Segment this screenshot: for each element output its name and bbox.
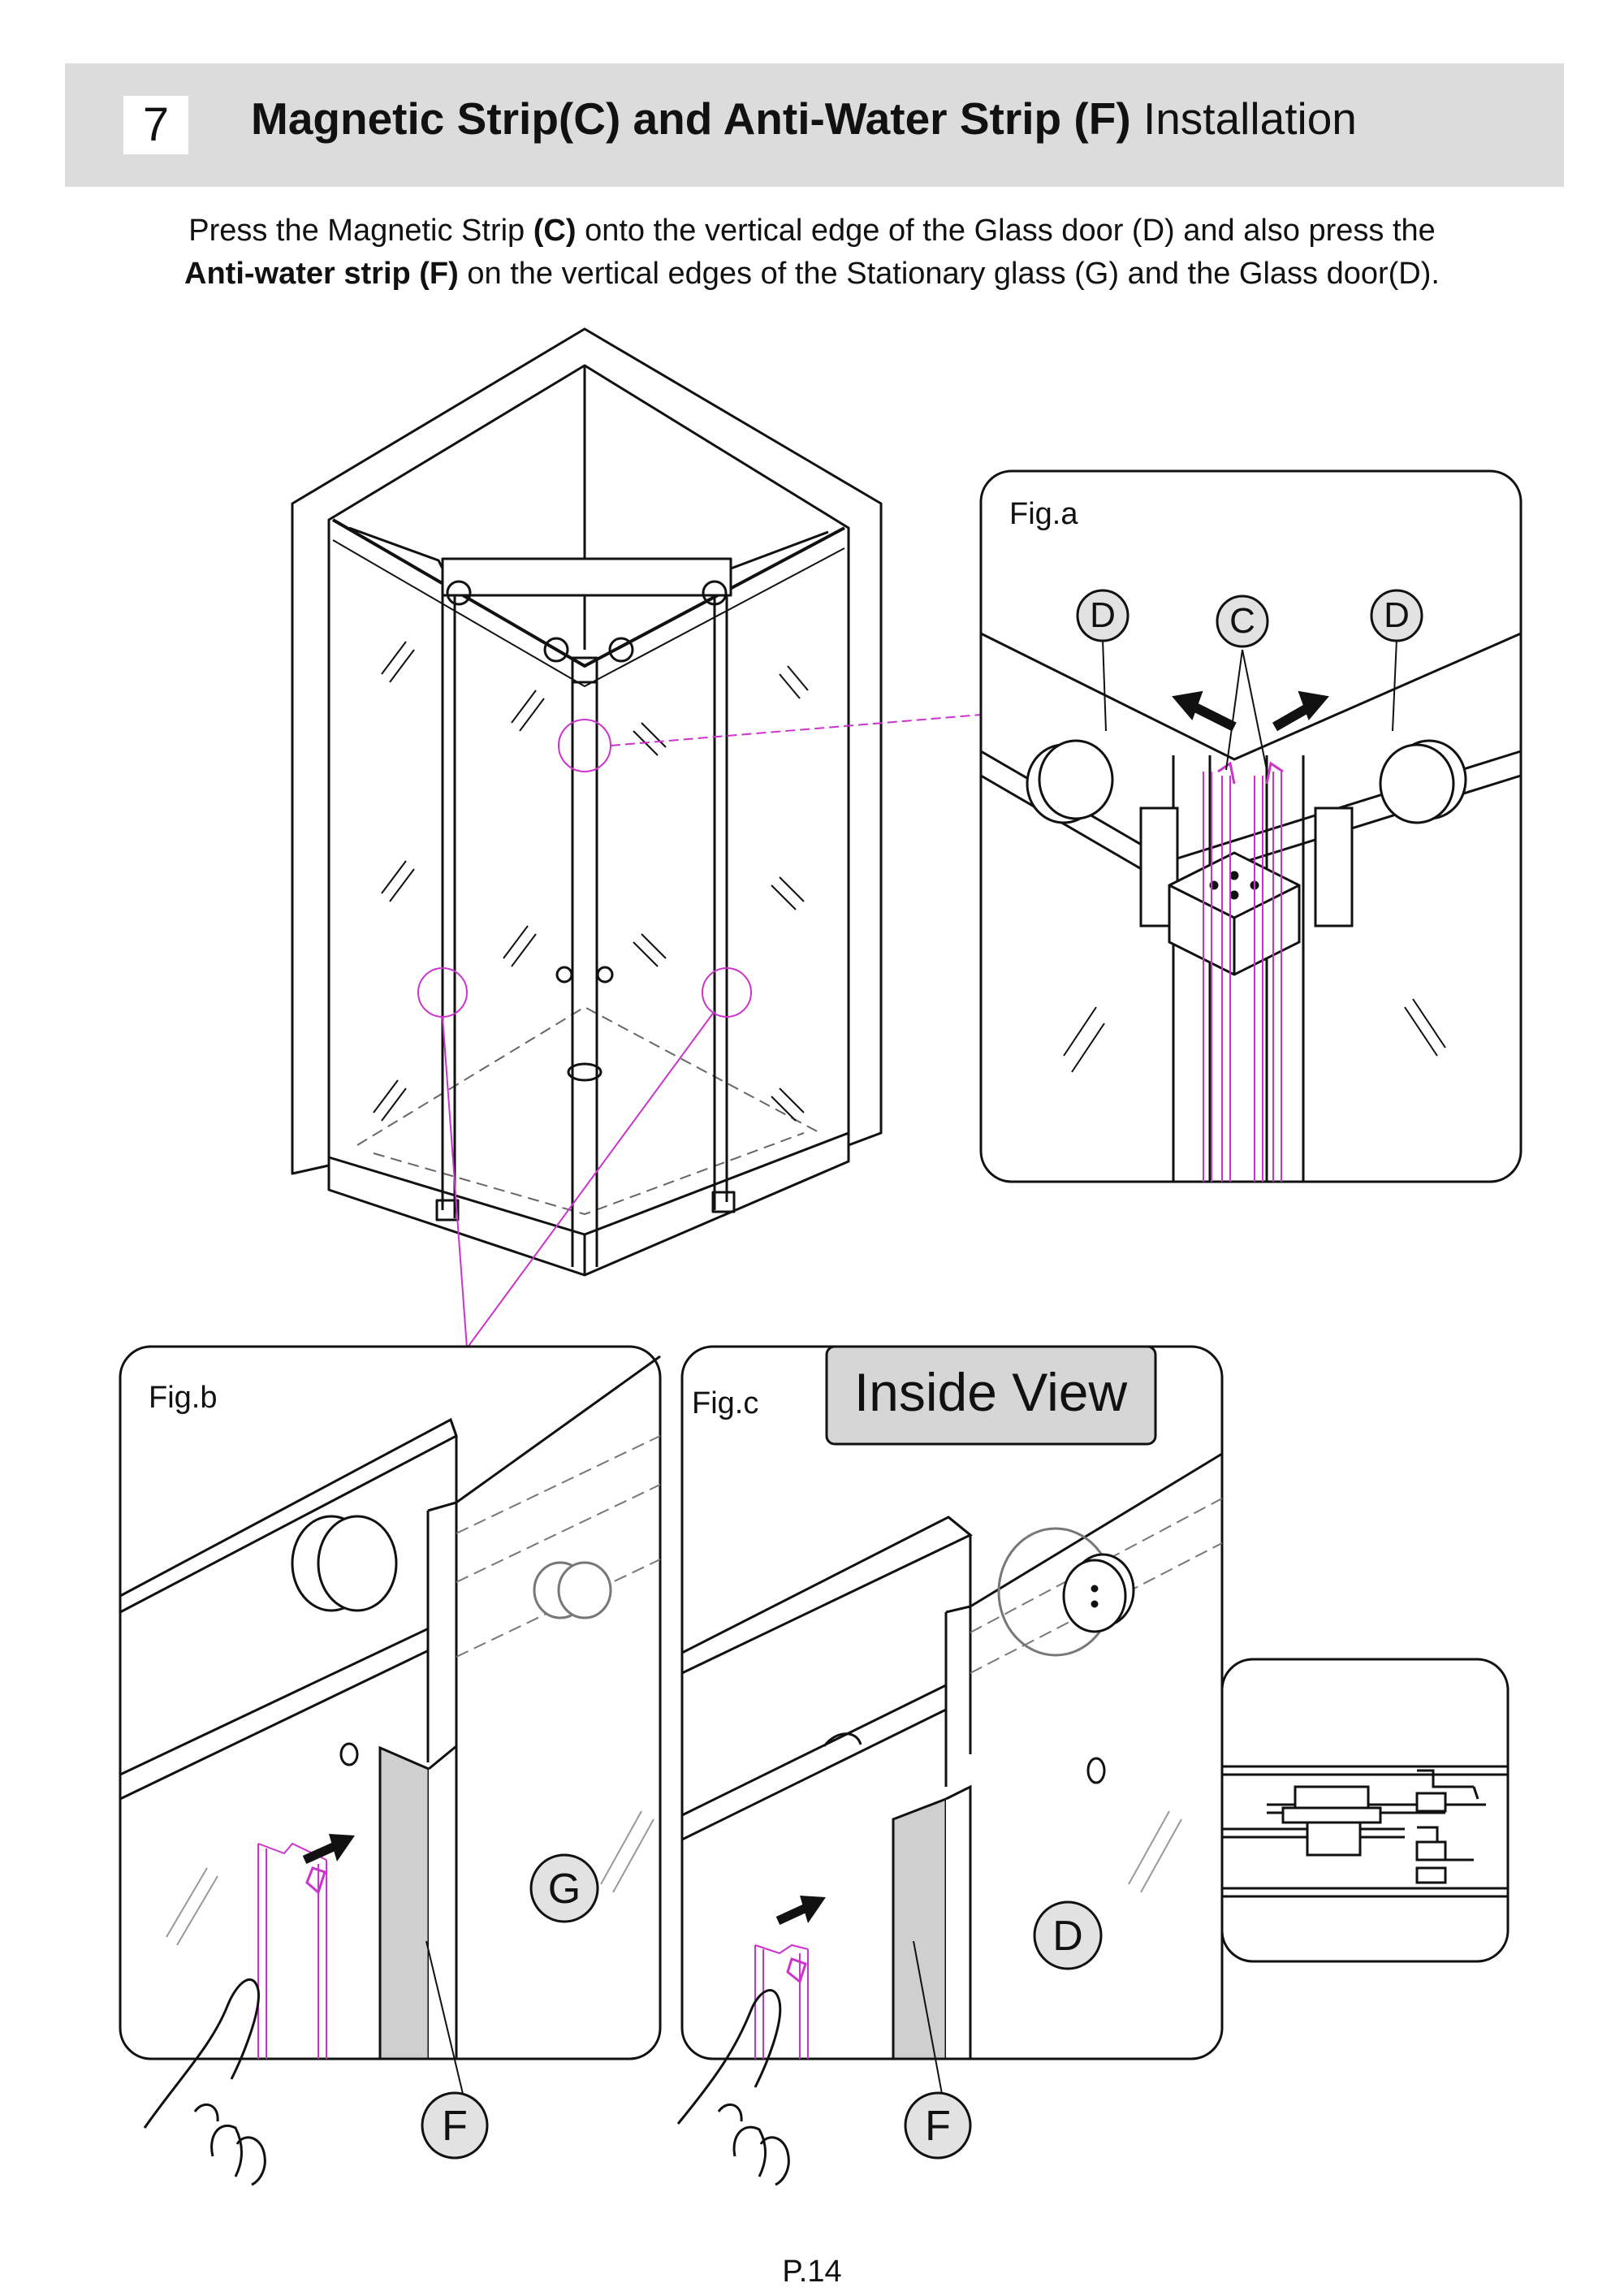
fig-c-panel: Fig.c Inside View [676,1345,1224,2186]
callout-label: D [1052,1913,1083,1960]
fig-b-callout-g: G [529,1853,599,1923]
fig-b-label: Fig.b [149,1381,217,1415]
instructions: Press the Magnetic Strip (C) onto the ve… [81,210,1543,296]
step-title-bold: Magnetic Strip(C) and Anti-Water Strip (… [251,93,1131,144]
step-number: 7 [123,96,188,154]
inside-view-label: Inside View [854,1362,1128,1422]
fig-c-label: Fig.c [692,1386,758,1420]
callout-label: G [548,1866,581,1913]
fig-b-callout-f: F [421,2091,489,2160]
instruction-text: on the vertical edges of the Stationary … [458,257,1440,291]
page-number: P.14 [782,2255,842,2289]
fig-a-label: Fig.a [1009,497,1078,531]
step-title-regular: Installation [1142,93,1357,144]
hand-drawing [143,1978,266,2186]
shower-enclosure-drawing [291,327,883,1277]
anti-water-strip-installed [378,1745,430,2060]
fig-a-panel: Fig.a [979,469,1522,1183]
section-detail-panel [1220,1658,1510,1963]
fig-c-callout-f: F [904,2091,972,2160]
step-title: Magnetic Strip(C) and Anti-Water Strip (… [251,93,1357,145]
anti-water-strip-installed-door [892,1797,948,2060]
instruction-bold: (C) [533,214,577,248]
fig-b-panel: Fig.b [119,1345,662,2186]
instruction-text: Press the Magnetic Strip [188,214,533,248]
detail-leaders [417,714,982,1349]
fig-a-callout-d-right: D [1370,589,1423,642]
fig-a-callout-c: C [1216,595,1269,648]
inside-view-badge: Inside View [825,1345,1157,1446]
instruction-text: onto the vertical edge of the Glass door… [576,214,1436,248]
anti-water-strip-loose [257,1842,327,2059]
step-header: 7 Magnetic Strip(C) and Anti-Water Strip… [65,63,1564,187]
instruction-bold: Anti-water strip (F) [184,257,459,291]
callout-label: D [1384,595,1410,635]
hand-drawing [676,1989,790,2186]
fig-a-callout-d-left: D [1076,589,1129,642]
fig-c-callout-d: D [1033,1900,1103,1970]
callout-label: C [1229,601,1255,641]
callout-label: D [1090,595,1116,635]
callout-label: F [442,2103,468,2150]
callout-label: F [925,2103,951,2150]
